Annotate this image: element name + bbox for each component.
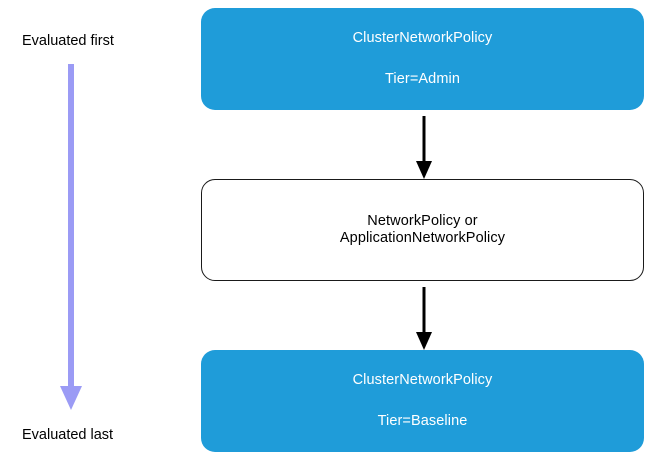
evaluated-last-label: Evaluated last	[22, 427, 114, 443]
evaluated-first-label: Evaluated first	[22, 33, 114, 49]
connector-middle-to-baseline	[416, 287, 432, 350]
node-middle-line-2: ApplicationNetworkPolicy	[339, 230, 506, 246]
evaluation-order-arrow	[60, 64, 82, 410]
down-arrow-icon	[60, 386, 82, 410]
node-baseline-title: ClusterNetworkPolicy	[352, 371, 493, 388]
node-admin-title: ClusterNetworkPolicy	[352, 29, 493, 46]
connector-admin-to-middle	[416, 116, 432, 179]
node-admin-tier: Tier=Admin	[384, 71, 460, 87]
node-cluster-network-policy-admin: ClusterNetworkPolicy Tier=Admin	[201, 8, 644, 110]
node-middle-line-1: NetworkPolicy or	[367, 212, 478, 229]
node-baseline-tier: Tier=Baseline	[377, 413, 468, 429]
down-arrow-icon	[416, 161, 432, 179]
node-cluster-network-policy-baseline: ClusterNetworkPolicy Tier=Baseline	[201, 350, 644, 452]
down-arrow-icon	[416, 332, 432, 350]
node-network-policy-or-application-network-policy: NetworkPolicy or ApplicationNetworkPolic…	[201, 179, 644, 281]
